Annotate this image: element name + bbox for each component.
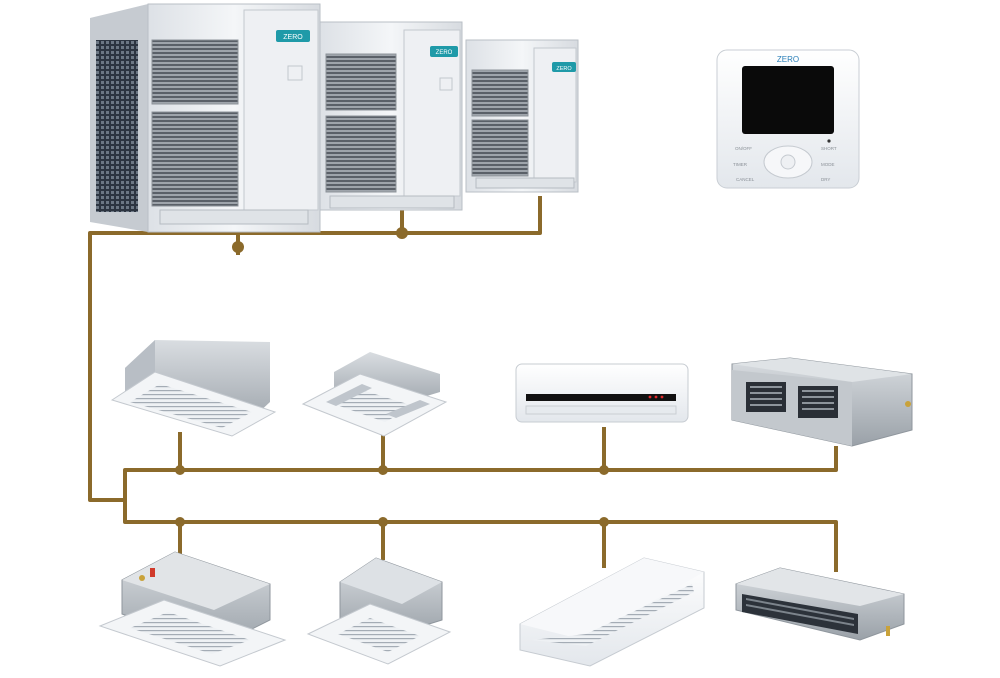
joint-3	[175, 465, 185, 475]
controller-enter-button[interactable]	[780, 154, 796, 170]
controller-label-3: SHORT	[821, 146, 837, 151]
controller-label-1: TIMER	[733, 162, 748, 167]
four-way-cassette-icon	[306, 557, 452, 665]
controller-screen	[742, 66, 834, 134]
joint-7	[378, 517, 388, 527]
refrigerant-piping	[88, 196, 838, 572]
header-loop	[123, 446, 838, 572]
compact-cassette-icon	[98, 551, 287, 667]
ceiling-floor-unit-icon	[519, 557, 705, 667]
outdoor-unit-3: ZERO	[465, 39, 579, 193]
joint-2	[396, 227, 408, 239]
odu-logo-1: ZERO	[283, 34, 303, 41]
outdoor-unit-2: ZERO	[319, 21, 463, 211]
controller-label-2: CANCEL	[736, 177, 755, 182]
controller-label-5: DRY	[821, 177, 830, 182]
wall-mounted-split-icon	[515, 363, 689, 423]
joint-1	[232, 241, 244, 253]
outdoor-units: ZERO ZERO ZERO	[90, 3, 579, 233]
wired-controller: ZERO ON/OFF TIMER CANCEL SHORT MODE DRY	[716, 49, 860, 189]
controller-label-4: MODE	[821, 162, 835, 167]
controller-label-0: ON/OFF	[735, 146, 752, 151]
odu-logo-3: ZERO	[556, 66, 572, 72]
high-static-duct-icon	[731, 357, 913, 447]
four-way-cassette-icon	[301, 352, 448, 437]
joint-6	[175, 517, 185, 527]
main-pipe-top	[88, 196, 542, 502]
joint-5	[599, 465, 609, 475]
controller-logo: ZERO	[777, 55, 799, 64]
joint-8	[599, 517, 609, 527]
slim-duct-icon	[735, 567, 905, 641]
one-way-cassette-icon	[110, 340, 277, 437]
joint-4	[378, 465, 388, 475]
side-coil-grille	[96, 40, 138, 212]
outdoor-unit-1: ZERO	[147, 3, 321, 233]
odu-logo-2: ZERO	[436, 50, 453, 56]
